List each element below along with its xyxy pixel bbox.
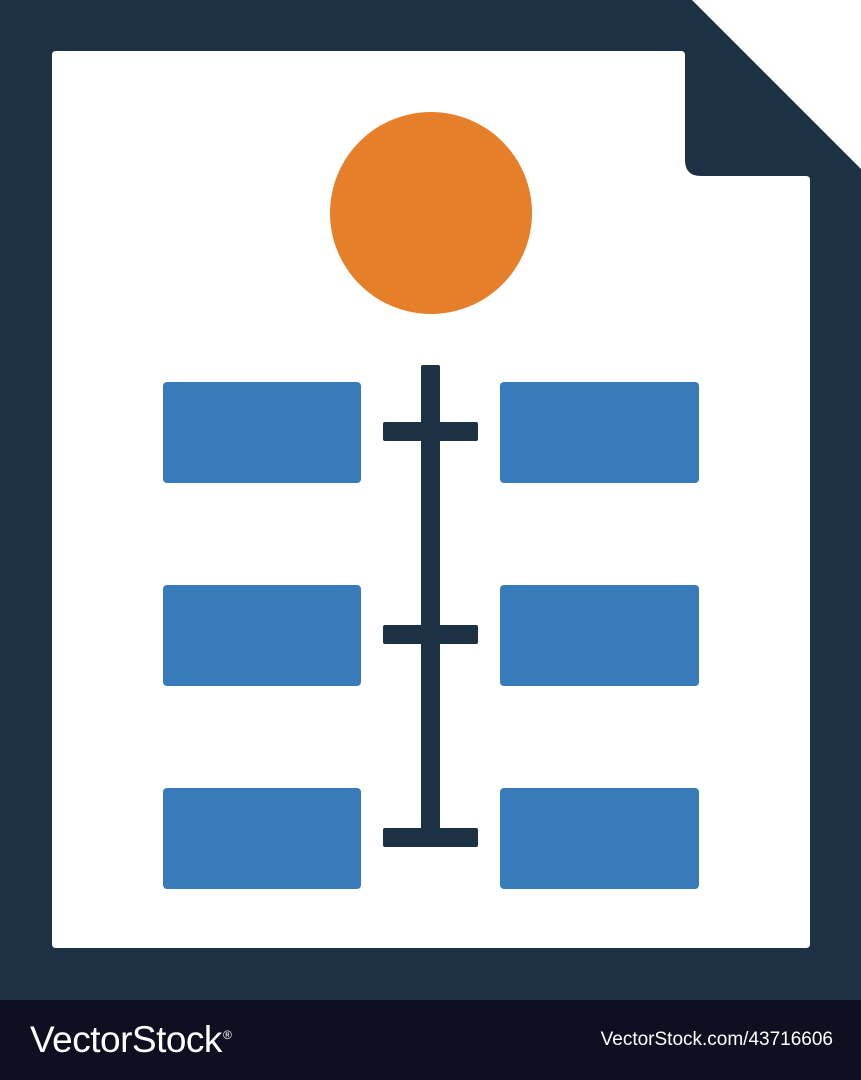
vertical-connector (421, 365, 440, 840)
registered-mark: ® (222, 1027, 232, 1042)
right-box-1 (500, 382, 699, 483)
connector-tick-1 (383, 422, 478, 441)
vectorstock-logo: VectorStock® (30, 1019, 232, 1061)
left-box-1 (163, 382, 361, 483)
top-node-circle (330, 112, 532, 314)
image-id-text: VectorStock.com/43716606 (600, 1029, 833, 1050)
connector-tick-2 (383, 625, 478, 644)
document-timeline-icon (0, 0, 861, 1000)
left-box-2 (163, 585, 361, 686)
watermark-footer: VectorStock® VectorStock.com/43716606 (0, 1000, 861, 1080)
right-box-2 (500, 585, 699, 686)
logo-text: VectorStock (30, 1019, 222, 1060)
left-box-3 (163, 788, 361, 889)
right-box-3 (500, 788, 699, 889)
connector-tick-3 (383, 828, 478, 847)
